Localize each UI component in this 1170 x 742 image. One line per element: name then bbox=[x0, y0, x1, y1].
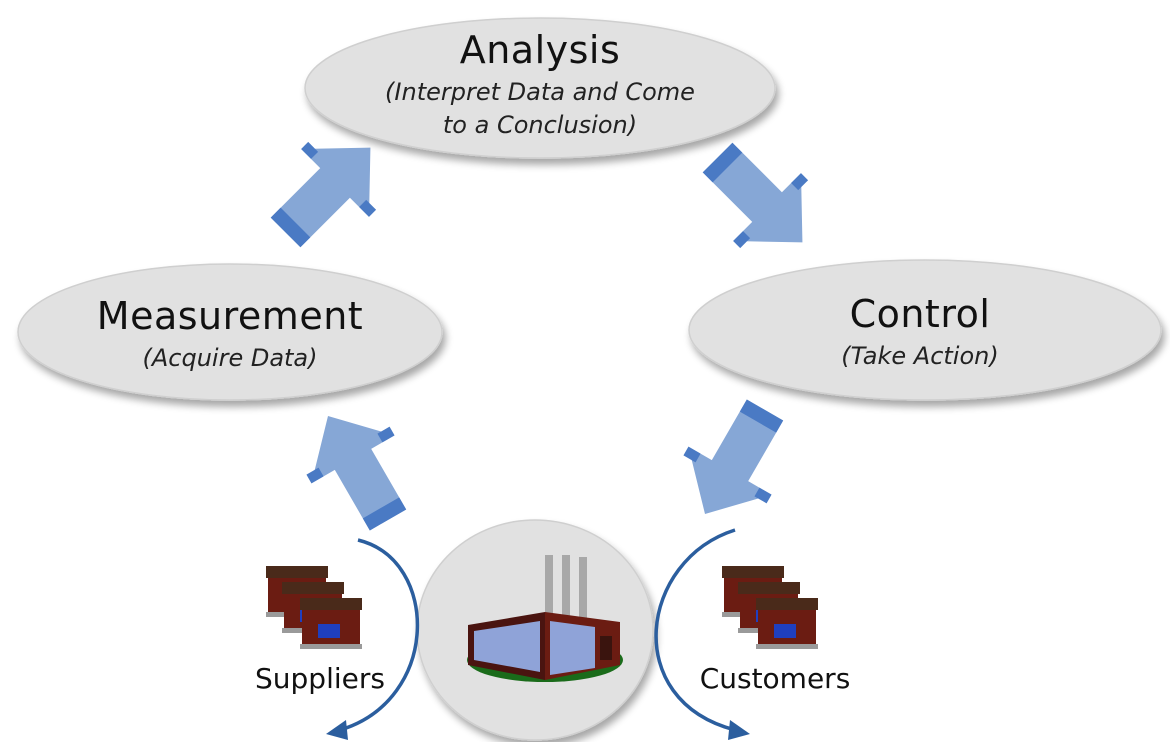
control-ellipse bbox=[688, 259, 1162, 401]
supply-curve-arrow bbox=[339, 538, 420, 732]
supply-curve-arrowhead bbox=[326, 720, 348, 740]
measurement-title: Measurement bbox=[96, 294, 364, 338]
arrow-analysis-to-control bbox=[683, 123, 837, 277]
analysis-title: Analysis bbox=[459, 28, 621, 72]
customer-curve-arrowhead bbox=[728, 720, 750, 740]
customers-label: Customers bbox=[699, 662, 851, 695]
customer-buildings-icon bbox=[722, 566, 818, 649]
analysis-ellipse bbox=[304, 17, 776, 159]
control-title: Control bbox=[849, 292, 991, 336]
arrow-factory-to-measurement bbox=[286, 392, 430, 544]
arrow-control-to-factory bbox=[663, 386, 807, 538]
analysis-subtitle-line2: to a Conclusion) bbox=[442, 111, 638, 139]
analysis-subtitle-line1: (Interpret Data and Come bbox=[385, 78, 695, 106]
control-subtitle: (Take Action) bbox=[841, 342, 999, 370]
suppliers-label: Suppliers bbox=[255, 662, 385, 695]
measurement-ellipse bbox=[17, 263, 443, 401]
measurement-subtitle: (Acquire Data) bbox=[142, 344, 318, 372]
factory-icon bbox=[467, 555, 623, 682]
customer-curve-arrow bbox=[654, 528, 736, 732]
supplier-buildings-icon bbox=[266, 566, 362, 649]
